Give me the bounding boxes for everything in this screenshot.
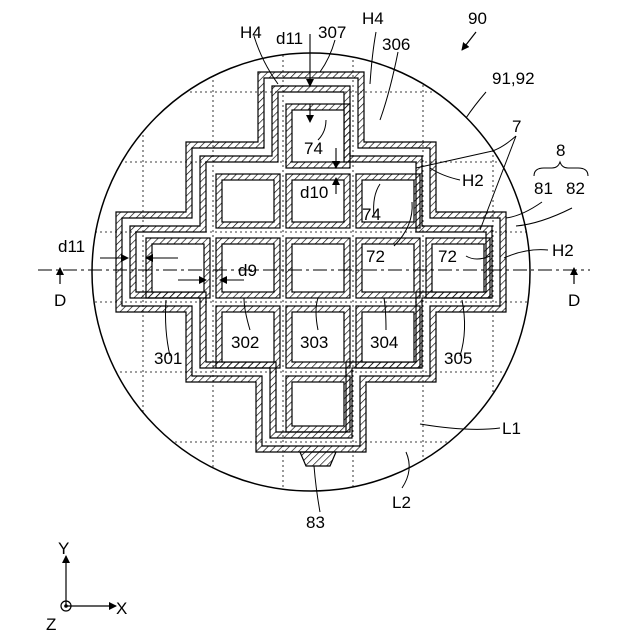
label-ref-307: 307 [318,23,346,42]
label-d9: d9 [238,261,257,280]
label-group-8: 8 [556,141,565,160]
label-group-7: 7 [512,117,521,136]
label-ref-306: 306 [382,35,410,54]
label-axis-y: Y [58,539,69,558]
label-ref-82: 82 [566,179,585,198]
label-chip-304: 304 [370,333,398,352]
label-ref-74-a: 74 [304,139,323,158]
label-section-left: D [54,291,66,310]
chip-upper-left [216,174,280,228]
chip-301 [146,238,210,298]
chip-bottom [286,376,350,432]
label-section-right: D [568,291,580,310]
figure-ref-arrow [462,32,476,50]
label-axis-x: X [116,599,127,618]
label-wafer-ref: 91,92 [492,69,535,88]
label-figure-ref: 90 [468,9,487,28]
chip-307 [286,104,350,168]
chip-row-3 [286,238,350,298]
label-line-l2: L2 [392,493,411,512]
label-line-l1: L1 [502,419,521,438]
label-axis-z: Z [46,615,56,634]
label-h2-upper: H2 [462,171,484,190]
axis-indicator [61,556,116,611]
label-ref-72-a: 72 [366,247,385,266]
label-ref-72-b: 72 [438,247,457,266]
label-h4-right: H4 [362,9,384,28]
label-ref-74-b: 74 [362,205,381,224]
label-chip-303: 303 [300,333,328,352]
label-ref-81: 81 [534,179,553,198]
label-chip-301: 301 [154,349,182,368]
axis-z-dot [64,604,68,608]
label-d10: d10 [300,183,328,202]
label-d11-top: d11 [276,29,303,48]
label-ref-83: 83 [306,513,325,532]
label-h2-right: H2 [552,241,574,260]
brace-8 [534,162,588,176]
label-d11-left: d11 [58,237,85,256]
label-h4-left: H4 [240,23,262,42]
label-chip-305: 305 [444,349,472,368]
label-chip-302: 302 [231,333,259,352]
connection-region-83 [300,452,336,466]
chip-305 [426,238,490,298]
